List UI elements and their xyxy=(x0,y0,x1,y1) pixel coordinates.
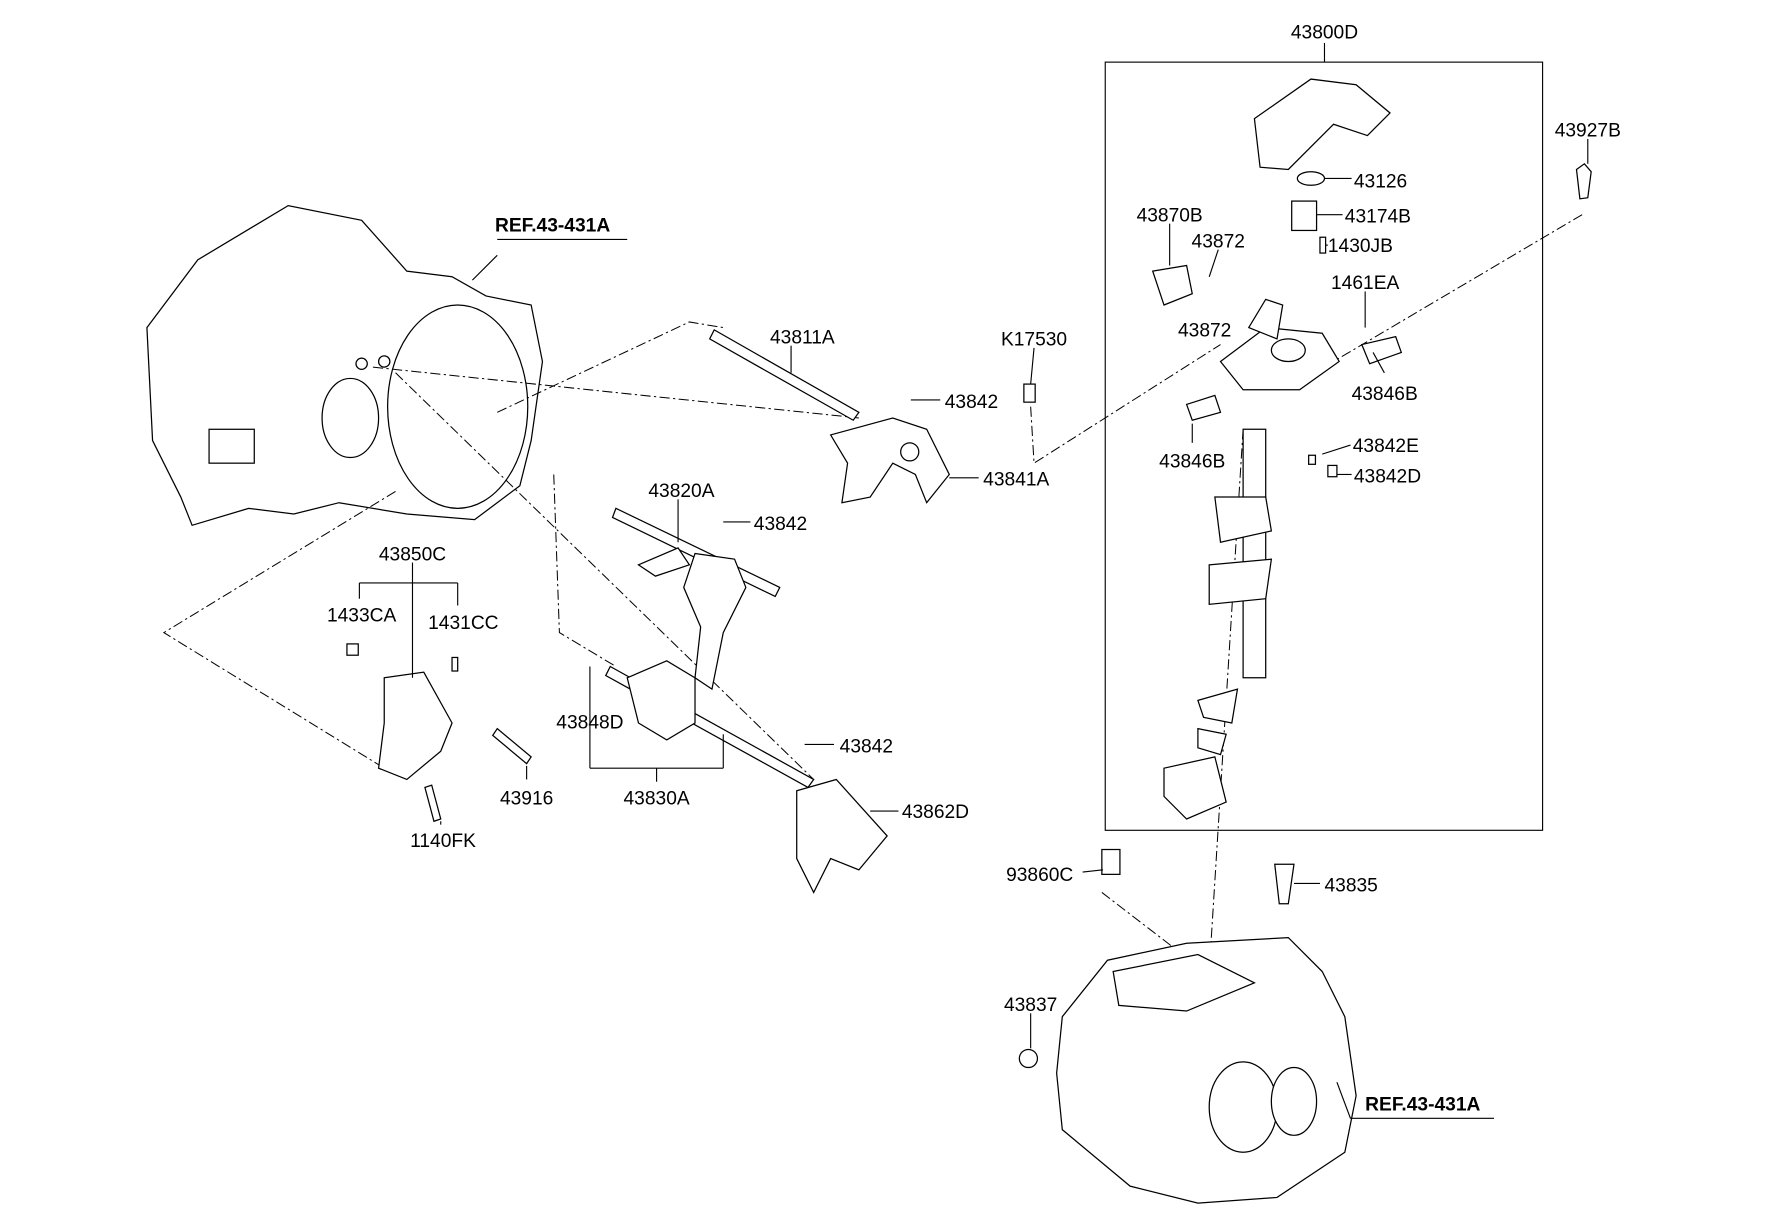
label-43835[interactable]: 43835 xyxy=(1324,875,1377,896)
control-assembly xyxy=(1151,78,1403,820)
plug-K17530 xyxy=(1023,383,1036,403)
label-43842-c[interactable]: 43842 xyxy=(840,736,893,757)
switch-93860C xyxy=(1101,848,1121,875)
label-43841A[interactable]: 43841A xyxy=(983,470,1049,491)
label-43174B[interactable]: 43174B xyxy=(1345,207,1411,228)
label-1461EA[interactable]: 1461EA xyxy=(1331,273,1399,294)
label-43800D[interactable]: 43800D xyxy=(1291,22,1358,43)
label-43842D[interactable]: 43842D xyxy=(1354,466,1421,487)
label-43872-bottom[interactable]: 43872 xyxy=(1178,321,1231,342)
label-1431CC[interactable]: 1431CC xyxy=(428,613,499,634)
label-1140FK[interactable]: 1140FK xyxy=(410,831,476,852)
leader-lines xyxy=(358,138,1589,1049)
label-43126[interactable]: 43126 xyxy=(1354,172,1407,193)
lever-43850C xyxy=(346,643,532,823)
shift-rail-43811A xyxy=(708,328,951,504)
label-43830A[interactable]: 43830A xyxy=(624,788,690,809)
label-1430JB[interactable]: 1430JB xyxy=(1328,236,1393,257)
label-43846B-right[interactable]: 43846B xyxy=(1352,384,1418,405)
transmission-case-right xyxy=(1056,936,1357,1204)
shift-rail-43820A xyxy=(611,507,781,691)
label-43850C[interactable]: 43850C xyxy=(379,544,446,565)
label-43872-top[interactable]: 43872 xyxy=(1192,231,1245,252)
plug-43835 xyxy=(1274,863,1295,905)
transmission-case-left xyxy=(146,204,544,527)
label-43842-a[interactable]: 43842 xyxy=(945,392,998,413)
label-43848D[interactable]: 43848D xyxy=(556,713,623,734)
ref-label-top[interactable]: REF.43-431A xyxy=(495,216,610,237)
label-43916[interactable]: 43916 xyxy=(500,788,553,809)
ref-label-bottom[interactable]: REF.43-431A xyxy=(1365,1094,1480,1115)
label-93860C[interactable]: 93860C xyxy=(1006,865,1073,886)
label-43927B[interactable]: 43927B xyxy=(1555,121,1621,142)
bolt-43927B xyxy=(1575,162,1592,200)
plug-43837 xyxy=(1018,1048,1039,1069)
label-43870B[interactable]: 43870B xyxy=(1137,205,1203,226)
label-43842-b[interactable]: 43842 xyxy=(754,514,807,535)
label-K17530[interactable]: K17530 xyxy=(1001,330,1067,351)
label-43820A[interactable]: 43820A xyxy=(648,481,714,502)
label-43837[interactable]: 43837 xyxy=(1004,995,1057,1016)
label-1433CA[interactable]: 1433CA xyxy=(327,605,397,626)
shift-rail-43830A xyxy=(604,660,888,894)
label-43862D[interactable]: 43862D xyxy=(902,802,969,823)
label-43842E[interactable]: 43842E xyxy=(1353,436,1419,457)
label-43811A[interactable]: 43811A xyxy=(770,327,835,348)
label-43846B-left[interactable]: 43846B xyxy=(1159,452,1225,473)
